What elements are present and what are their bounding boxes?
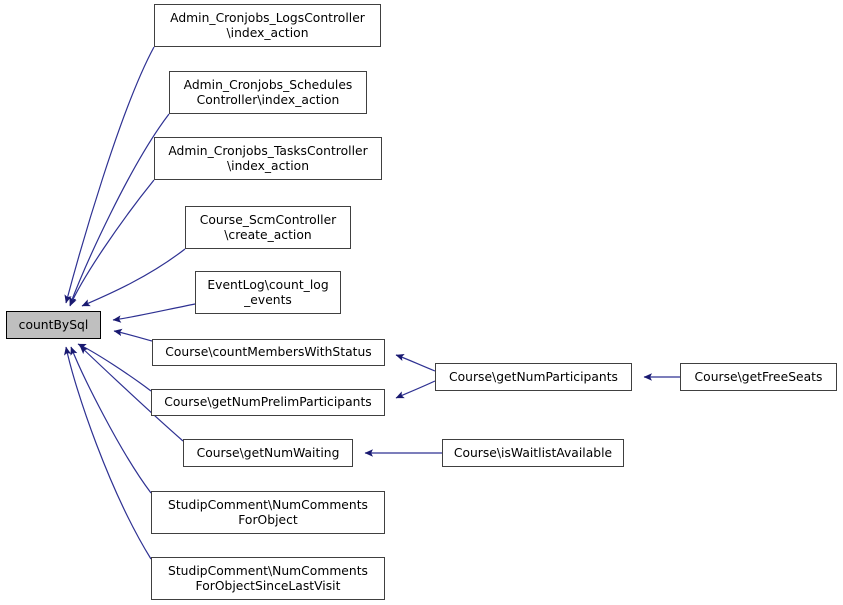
node-label: Course\isWaitlistAvailable xyxy=(453,445,613,460)
node-numCommentsForObject[interactable]: StudipComment\NumComments ForObject xyxy=(151,491,385,534)
edge-numCommentsForObject-to-countBySql xyxy=(70,346,152,494)
node-label: Course\countMembersWithStatus xyxy=(165,345,372,359)
node-label: Course\getNumWaiting xyxy=(196,445,340,460)
node-label: Course\getNumPrelimParticipants xyxy=(164,395,372,409)
node-numCommentsForObjectSinceLastVisit[interactable]: StudipComment\NumComments ForObjectSince… xyxy=(151,557,385,600)
edge-tasksController-to-countBySql xyxy=(69,179,155,307)
edge-getNumParticipants-to-countMembersWithStatus xyxy=(395,354,436,372)
node-label: EventLog\count_log _events xyxy=(207,277,329,307)
edge-eventLog-to-countBySql xyxy=(112,303,196,323)
node-label: StudipComment\NumComments ForObject xyxy=(168,497,368,527)
edge-getNumParticipants-to-getNumPrelimParticipants xyxy=(395,380,436,399)
node-label: StudipComment\NumComments ForObjectSince… xyxy=(168,563,368,593)
node-isWaitlistAvailable[interactable]: Course\isWaitlistAvailable xyxy=(442,439,624,467)
node-label: Course\getNumParticipants xyxy=(449,369,618,384)
node-eventLog[interactable]: EventLog\count_log _events xyxy=(195,271,341,314)
node-countBySql[interactable]: countBySql xyxy=(6,311,101,339)
edge-getNumPrelimParticipants-to-countBySql xyxy=(77,343,152,392)
edge-numCommentsForObjectSinceLastVisit-to-countBySql xyxy=(64,346,152,560)
node-getNumParticipants[interactable]: Course\getNumParticipants xyxy=(435,363,632,391)
node-label: Course\getFreeSeats xyxy=(694,369,823,384)
node-logsController[interactable]: Admin_Cronjobs_LogsController \index_act… xyxy=(154,4,381,47)
node-getFreeSeats[interactable]: Course\getFreeSeats xyxy=(680,363,837,391)
edge-scmController-to-countBySql xyxy=(81,248,186,307)
node-getNumPrelimParticipants[interactable]: Course\getNumPrelimParticipants xyxy=(151,389,385,416)
edge-logsController-to-countBySql xyxy=(64,46,155,304)
node-countMembersWithStatus[interactable]: Course\countMembersWithStatus xyxy=(152,339,385,366)
node-schedulesController[interactable]: Admin_Cronjobs_Schedules Controller\inde… xyxy=(169,71,367,114)
node-label: countBySql xyxy=(18,317,89,332)
node-getNumWaiting[interactable]: Course\getNumWaiting xyxy=(183,439,353,467)
node-scmController[interactable]: Course_ScmController \create_action xyxy=(185,206,351,249)
node-label: Admin_Cronjobs_LogsController \index_act… xyxy=(170,10,365,40)
edge-countMembersWithStatus-to-countBySql xyxy=(113,328,153,342)
node-label: Course_ScmController \create_action xyxy=(199,212,337,242)
node-tasksController[interactable]: Admin_Cronjobs_TasksController \index_ac… xyxy=(154,137,382,180)
node-label: Admin_Cronjobs_Schedules Controller\inde… xyxy=(183,77,353,107)
node-label: Admin_Cronjobs_TasksController \index_ac… xyxy=(168,143,368,173)
